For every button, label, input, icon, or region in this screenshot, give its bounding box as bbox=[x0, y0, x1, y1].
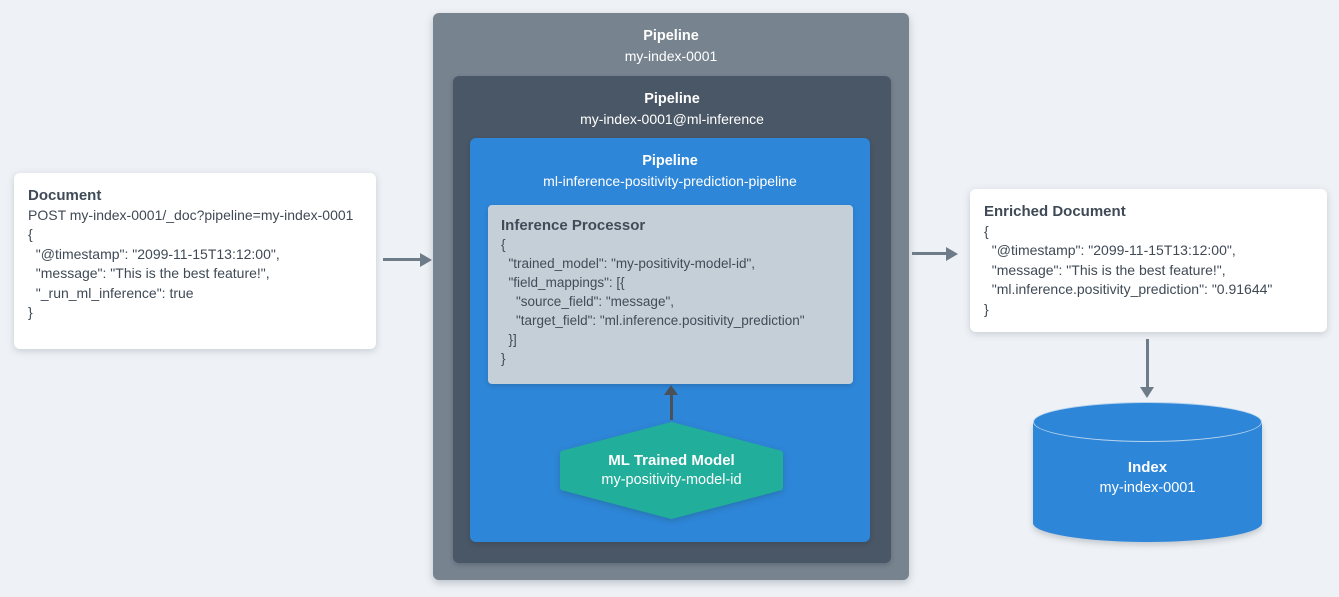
cylinder-top-ellipse bbox=[1033, 402, 1262, 442]
arrow-head bbox=[1140, 387, 1154, 398]
arrow-line bbox=[912, 252, 946, 255]
inner-pipeline-box: Pipeline my-index-0001@ml-inference Pipe… bbox=[453, 76, 891, 563]
hexagon-shape-icon bbox=[560, 422, 783, 519]
outer-pipeline-header: Pipeline my-index-0001 bbox=[433, 13, 909, 66]
arrow-head bbox=[664, 385, 678, 395]
document-card-title: Document bbox=[28, 187, 102, 204]
inference-processor-title: Inference Processor bbox=[501, 217, 646, 234]
enriched-document-title: Enriched Document bbox=[984, 203, 1126, 220]
arrow-head bbox=[420, 252, 432, 267]
index-name: my-index-0001 bbox=[1099, 480, 1196, 496]
index-cylinder: Index my-index-0001 bbox=[1033, 402, 1262, 542]
ml-trained-model-name: my-positivity-model-id bbox=[601, 472, 742, 488]
ml-pipeline-label: Pipeline bbox=[642, 153, 698, 169]
cylinder-body bbox=[1033, 422, 1262, 542]
ml-trained-model-title: ML Trained Model bbox=[608, 452, 735, 469]
ml-trained-model-text: ML Trained Model my-positivity-model-id bbox=[560, 422, 783, 519]
arrow-head bbox=[946, 246, 958, 261]
inference-processor-box: Inference Processor { "trained_model": "… bbox=[488, 205, 853, 384]
document-card: Document POST my-index-0001/_doc?pipelin… bbox=[14, 173, 376, 349]
enriched-document-card: Enriched Document { "@timestamp": "2099-… bbox=[970, 189, 1327, 332]
inner-pipeline-name: my-index-0001@ml-inference bbox=[580, 111, 764, 127]
inner-pipeline-header: Pipeline my-index-0001@ml-inference bbox=[453, 76, 891, 129]
ml-trained-model-hexagon: ML Trained Model my-positivity-model-id bbox=[560, 422, 783, 519]
document-card-code: POST my-index-0001/_doc?pipeline=my-inde… bbox=[28, 206, 354, 321]
outer-pipeline-name: my-index-0001 bbox=[624, 48, 718, 64]
ml-pipeline-header: Pipeline ml-inference-positivity-predict… bbox=[470, 138, 870, 191]
enriched-document-code: { "@timestamp": "2099-11-15T13:12:00", "… bbox=[984, 222, 1273, 317]
outer-pipeline-box: Pipeline my-index-0001 Pipeline my-index… bbox=[433, 13, 909, 580]
arrow-line bbox=[383, 258, 422, 261]
index-title: Index bbox=[1127, 459, 1168, 476]
inner-pipeline-label: Pipeline bbox=[644, 91, 700, 107]
index-text: Index my-index-0001 bbox=[1033, 458, 1262, 498]
outer-pipeline-label: Pipeline bbox=[643, 28, 699, 44]
ml-inference-pipeline-box: Pipeline ml-inference-positivity-predict… bbox=[470, 138, 870, 542]
inference-processor-code: { "trained_model": "my-positivity-model-… bbox=[501, 237, 805, 366]
arrow-line bbox=[1146, 339, 1149, 388]
arrow-line bbox=[669, 394, 673, 420]
ml-pipeline-name: ml-inference-positivity-prediction-pipel… bbox=[543, 173, 797, 189]
